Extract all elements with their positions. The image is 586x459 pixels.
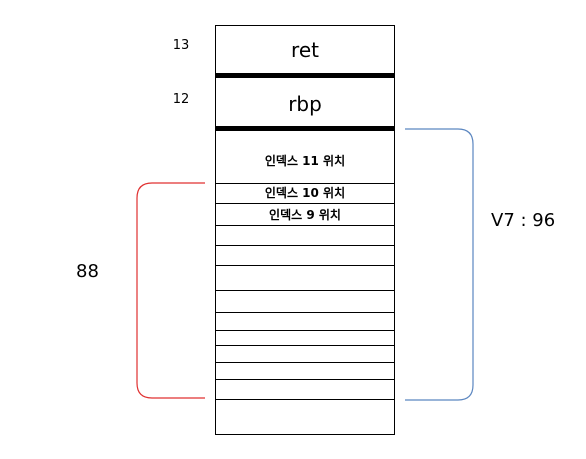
- slot-divider: [215, 345, 395, 346]
- slot-ret: ret: [291, 38, 319, 62]
- slot-divider: [215, 290, 395, 291]
- slot-divider: [215, 203, 395, 204]
- slot-index-10: 인덱스 10 위치: [264, 186, 346, 200]
- left-bracket-line: [136, 182, 205, 399]
- right-bracket-size-label: V7 : 96: [491, 210, 556, 231]
- slot-divider: [215, 225, 395, 226]
- right-bracket-line: [405, 128, 474, 401]
- slot-index-11: 인덱스 11 위치: [264, 154, 346, 168]
- slot-divider-thick: [215, 126, 395, 131]
- slot-index-9: 인덱스 9 위치: [269, 208, 341, 222]
- slot-divider: [215, 183, 395, 184]
- rbp-index-number: 12: [172, 92, 190, 107]
- slot-rbp: rbp: [288, 92, 322, 116]
- slot-divider: [215, 379, 395, 380]
- slot-divider: [215, 399, 395, 400]
- slot-divider: [215, 362, 395, 363]
- left-bracket-size-label: 88: [76, 261, 99, 282]
- slot-divider: [215, 312, 395, 313]
- slot-divider: [215, 265, 395, 266]
- slot-divider: [215, 245, 395, 246]
- ret-index-number: 13: [172, 38, 190, 53]
- slot-divider-thick: [215, 73, 395, 78]
- slot-divider: [215, 330, 395, 331]
- stack-frame: ret rbp 인덱스 11 위치 인덱스 10 위치 인덱스 9 위치: [215, 25, 395, 435]
